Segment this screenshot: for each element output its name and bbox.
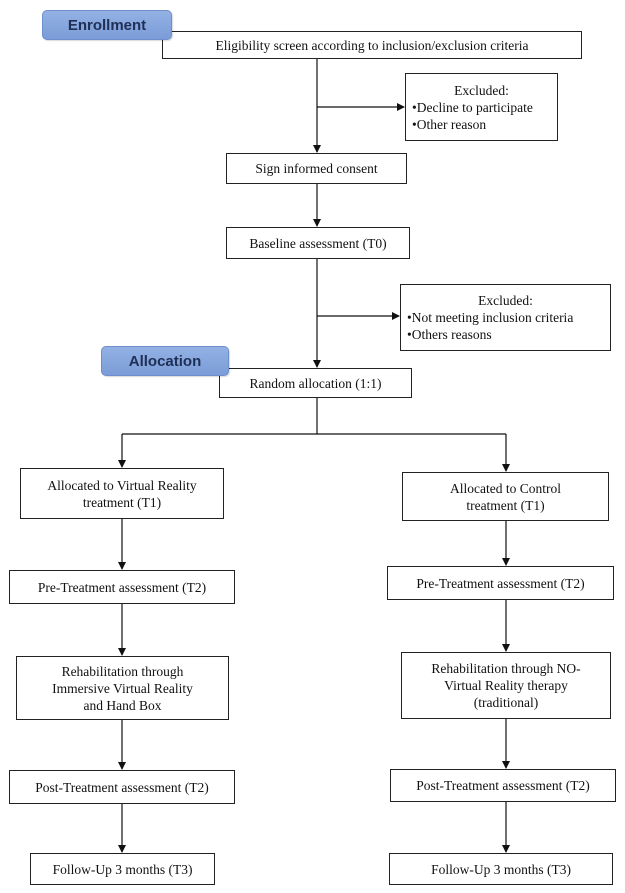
left-pre-treatment-box: Pre-Treatment assessment (T2) — [9, 570, 235, 604]
right-allocated-line: Allocated to Control — [450, 480, 561, 496]
random-allocation-text: Random allocation (1:1) — [249, 375, 382, 391]
excluded-1-item: •Decline to participate — [412, 99, 533, 115]
right-post-treatment-box: Post-Treatment assessment (T2) — [390, 769, 616, 802]
left-post-treatment-text: Post-Treatment assessment (T2) — [35, 779, 209, 795]
right-follow-up-box: Follow-Up 3 months (T3) — [389, 853, 613, 885]
right-follow-up-text: Follow-Up 3 months (T3) — [431, 861, 571, 877]
right-rehabilitation-box: Rehabilitation through NO- Virtual Reali… — [401, 652, 611, 719]
left-rehab-line: and Hand Box — [83, 697, 162, 713]
left-rehab-line: Immersive Virtual Reality — [52, 680, 193, 696]
left-allocated-line: treatment (T1) — [82, 494, 162, 510]
excluded-box-2: Excluded: •Not meeting inclusion criteri… — [400, 284, 611, 351]
eligibility-box: Eligibility screen according to inclusio… — [162, 31, 582, 59]
right-allocated-box: Allocated to Control treatment (T1) — [402, 472, 609, 521]
right-rehab-line: Rehabilitation through NO- — [431, 661, 581, 676]
right-post-treatment-text: Post-Treatment assessment (T2) — [416, 778, 590, 793]
allocation-label-text: Allocation — [128, 352, 202, 370]
enrollment-label-text: Enrollment — [67, 16, 147, 34]
excluded-box-1: Excluded: •Decline to participate •Other… — [405, 73, 558, 141]
excluded-1-item: •Other reason — [412, 116, 487, 132]
baseline-box: Baseline assessment (T0) — [226, 227, 410, 259]
right-rehab-line: Virtual Reality therapy — [444, 678, 568, 693]
excluded-2-item: •Not meeting inclusion criteria — [407, 310, 574, 325]
baseline-text: Baseline assessment (T0) — [249, 235, 387, 251]
right-allocated-line: treatment (T1) — [466, 497, 545, 513]
random-allocation-box: Random allocation (1:1) — [219, 368, 412, 398]
left-post-treatment-box: Post-Treatment assessment (T2) — [9, 770, 235, 804]
excluded-2-title: Excluded: — [478, 293, 533, 308]
consent-box: Sign informed consent — [226, 153, 407, 184]
allocation-label: Allocation — [101, 346, 229, 376]
left-pre-treatment-text: Pre-Treatment assessment (T2) — [37, 579, 207, 595]
excluded-1-title: Excluded: — [454, 82, 509, 98]
consent-text: Sign informed consent — [255, 161, 378, 176]
right-pre-treatment-box: Pre-Treatment assessment (T2) — [387, 566, 614, 600]
left-follow-up-text: Follow-Up 3 months (T3) — [52, 861, 193, 877]
eligibility-text: Eligibility screen according to inclusio… — [215, 37, 529, 53]
enrollment-label: Enrollment — [42, 10, 172, 40]
right-pre-treatment-text: Pre-Treatment assessment (T2) — [416, 575, 585, 591]
left-allocated-box: Allocated to Virtual Reality treatment (… — [20, 468, 224, 519]
left-rehab-line: Rehabilitation through — [61, 663, 184, 679]
left-follow-up-box: Follow-Up 3 months (T3) — [30, 853, 215, 885]
right-rehab-line: (traditional) — [473, 695, 539, 710]
left-rehabilitation-box: Rehabilitation through Immersive Virtual… — [16, 656, 229, 720]
left-allocated-line: Allocated to Virtual Reality — [47, 477, 197, 493]
excluded-2-item: •Others reasons — [407, 327, 492, 342]
